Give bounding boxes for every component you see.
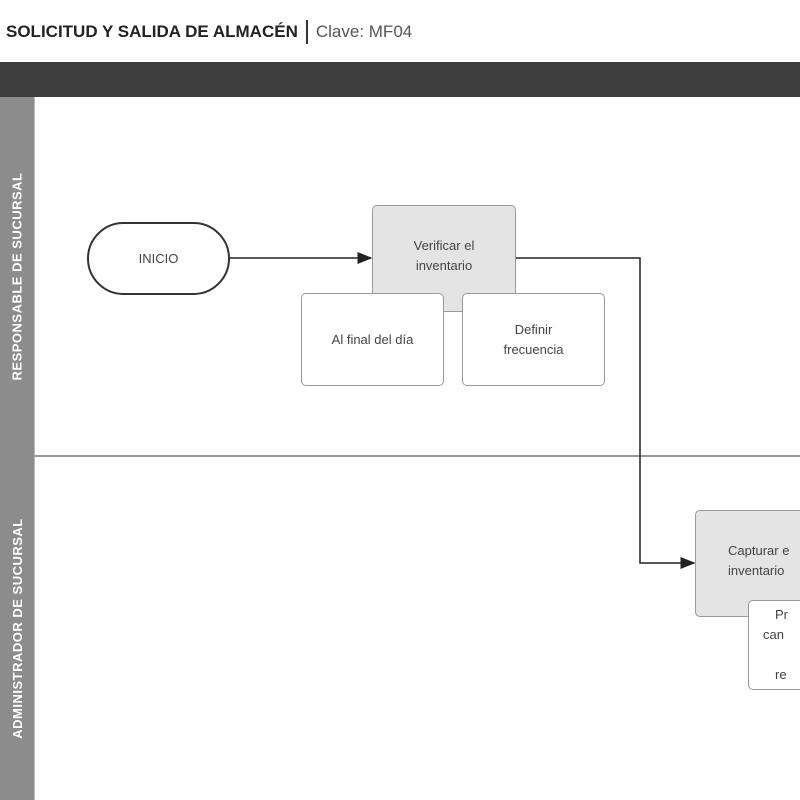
arrow-verificar-capturar (516, 257, 696, 569)
diagram-header: SOLICITUD Y SALIDA DE ALMACÉN Clave: MF0… (6, 20, 412, 44)
process-label: inventario (728, 563, 785, 578)
note-partial[interactable]: Pr can re (748, 600, 800, 690)
note-al-final-del-dia[interactable]: Al final del día (301, 293, 444, 386)
header-bar (0, 62, 800, 97)
note-label: Definir (514, 321, 553, 337)
note-label: can (763, 627, 784, 642)
diagram-title: SOLICITUD Y SALIDA DE ALMACÉN (6, 22, 298, 41)
lane-divider (34, 455, 800, 457)
note-label: re (775, 667, 787, 682)
process-label: inventario (415, 258, 473, 273)
diagram-code: Clave: MF04 (315, 22, 413, 41)
lane-label-column (0, 97, 35, 800)
process-label: Capturar e (728, 543, 790, 558)
header-separator (305, 20, 308, 44)
note-definir-frecuencia[interactable]: Definir frecuencia (462, 293, 605, 386)
note-label: frecuencia (503, 341, 564, 357)
process-capturar-inventario[interactable]: Capturar e inventario (695, 510, 800, 617)
note-label (775, 645, 779, 665)
start-terminal[interactable]: INICIO (87, 222, 230, 295)
process-label: Verificar el (413, 238, 475, 253)
start-label: INICIO (138, 250, 179, 266)
note-label: Pr (775, 607, 788, 622)
note-label: Al final del día (331, 331, 414, 347)
